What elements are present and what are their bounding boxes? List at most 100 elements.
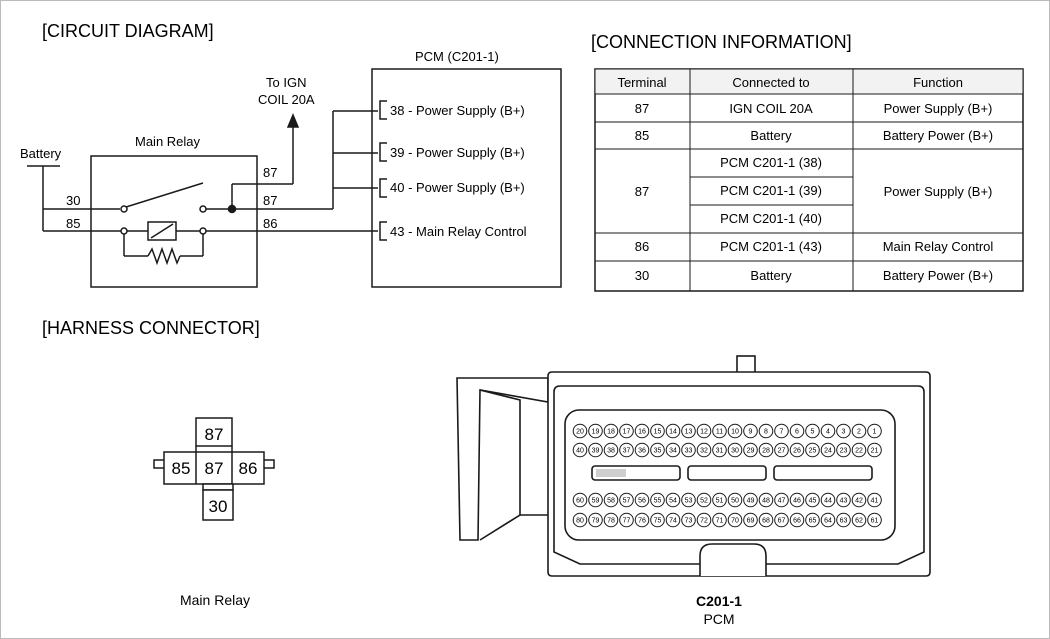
coil-node-left [120, 227, 128, 235]
pcm-pin-label: 51 [716, 498, 724, 505]
connection-information-title: [CONNECTION INFORMATION] [591, 32, 852, 52]
pcm-pin [588, 512, 603, 528]
pcm-pin [820, 423, 836, 439]
pcm-pin [588, 442, 603, 458]
table-cell-connected: Battery [750, 128, 792, 143]
table-cell-connected: Battery [750, 268, 792, 283]
table-cell-function: Battery Power (B+) [883, 128, 993, 143]
pcm-pin [681, 423, 696, 439]
table-cell-terminal: 30 [635, 268, 649, 283]
relay-pin-86-label: 86 [239, 459, 258, 478]
pcm-pin [727, 512, 743, 528]
pcm-pin [774, 492, 789, 508]
pcm-pin-label: 67 [778, 518, 786, 525]
battery-label: Battery [20, 146, 62, 161]
pcm-pin [774, 442, 789, 458]
relay-pin-85-label: 85 [172, 459, 191, 478]
pcm-latch-inner [479, 389, 521, 541]
pcm-pin [603, 492, 619, 508]
pcm-box [371, 68, 562, 288]
pcm-pin [805, 423, 820, 439]
pcm-pin-label: 46 [793, 498, 801, 505]
pcm-pin-label: 29 [747, 448, 755, 455]
pcm-pin [588, 492, 603, 508]
pcm-pin [867, 492, 882, 508]
relay-pin-30-neck [202, 483, 234, 491]
pcm-connector [456, 355, 931, 577]
pcm-pin-label: 78 [607, 518, 615, 525]
pcm-pin [867, 423, 882, 439]
pcm-pin-label: 26 [793, 448, 801, 455]
pcm-pin [851, 423, 867, 439]
pcm-pin [774, 423, 789, 439]
pcm-pin-43-label: 43 - Main Relay Control [390, 224, 527, 239]
relay-pin-86-label: 86 [263, 216, 277, 231]
pcm-pin-label: 59 [592, 498, 600, 505]
pcm-pin-label: 49 [747, 498, 755, 505]
pcm-pin-label: 9 [749, 429, 753, 436]
pcm-pin-label: 79 [592, 518, 600, 525]
pcm-pin-label: 50 [731, 498, 739, 505]
pcm-pin [572, 492, 588, 508]
pcm-pin [665, 423, 681, 439]
pcm-pin-label: 31 [716, 448, 724, 455]
pcm-inner-frame [553, 385, 925, 565]
pcm-pin [789, 512, 805, 528]
pcm-pin-39-label: 39 - Power Supply (B+) [390, 145, 525, 160]
pcm-pin [743, 442, 758, 458]
pcm-pin [650, 423, 665, 439]
to-ign-label-line2: COIL 20A [258, 92, 315, 107]
pcm-pin-label: 28 [762, 448, 770, 455]
pcm-pin-label: 72 [700, 518, 708, 525]
pcm-pin-label: 69 [747, 518, 755, 525]
pcm-pin-label: 6 [795, 429, 799, 436]
pcm-pin [681, 442, 696, 458]
table-cell-connected: PCM C201-1 (43) [720, 239, 822, 254]
pcm-label: PCM (C201-1) [415, 49, 499, 64]
pcm-pin-label: 8 [764, 429, 768, 436]
pcm-pin [696, 442, 712, 458]
pcm-pin-label: 63 [840, 518, 848, 525]
pcm-pin [665, 512, 681, 528]
pcm-pin-label: 60 [576, 498, 584, 505]
pcm-pin [758, 492, 774, 508]
pcm-pin [572, 512, 588, 528]
pcm-pin-label: 14 [669, 429, 677, 436]
to-ign-label-line1: To IGN [266, 75, 306, 90]
resistor [147, 246, 181, 266]
pcm-pin [836, 492, 851, 508]
pcm-pin [820, 492, 836, 508]
pcm-pin-label: 76 [638, 518, 646, 525]
table-cell-connected: IGN COIL 20A [729, 101, 813, 116]
pcm-pin-label: 39 [592, 448, 600, 455]
pcm-pin-label: 55 [654, 498, 662, 505]
pcm-pin-label: 15 [654, 429, 662, 436]
pcm-pin-label: 34 [669, 448, 677, 455]
pcm-pin-label: 5 [811, 429, 815, 436]
pcm-pin-label: 73 [685, 518, 693, 525]
pcm-pin-label: 17 [623, 429, 631, 436]
pcm-pin [619, 492, 634, 508]
coil-slash [150, 223, 174, 239]
switch-arm [125, 182, 204, 208]
pcm-pin-label: 70 [731, 518, 739, 525]
pcm-pin [634, 492, 650, 508]
pcm-pin [851, 442, 867, 458]
pcm-pin-label: 21 [871, 448, 879, 455]
pcm-pin [820, 512, 836, 528]
pcm-pin [836, 442, 851, 458]
pcm-pin-label: 25 [809, 448, 817, 455]
pcm-pin [758, 423, 774, 439]
pcm-pin-40-label: 40 - Power Supply (B+) [390, 180, 525, 195]
table-cell-function: Power Supply (B+) [884, 184, 993, 199]
pcm-pin [743, 423, 758, 439]
header-function: Function [913, 75, 963, 90]
pcm-pin [727, 423, 743, 439]
pcm-pin [820, 442, 836, 458]
pcm-bottom-key [699, 543, 767, 576]
pcm-pin-label: 20 [576, 429, 584, 436]
table-cell-terminal: 87 [635, 101, 649, 116]
pcm-pin [867, 512, 882, 528]
pcm-pin-label: 74 [669, 518, 677, 525]
switch-contact-left [120, 205, 128, 213]
